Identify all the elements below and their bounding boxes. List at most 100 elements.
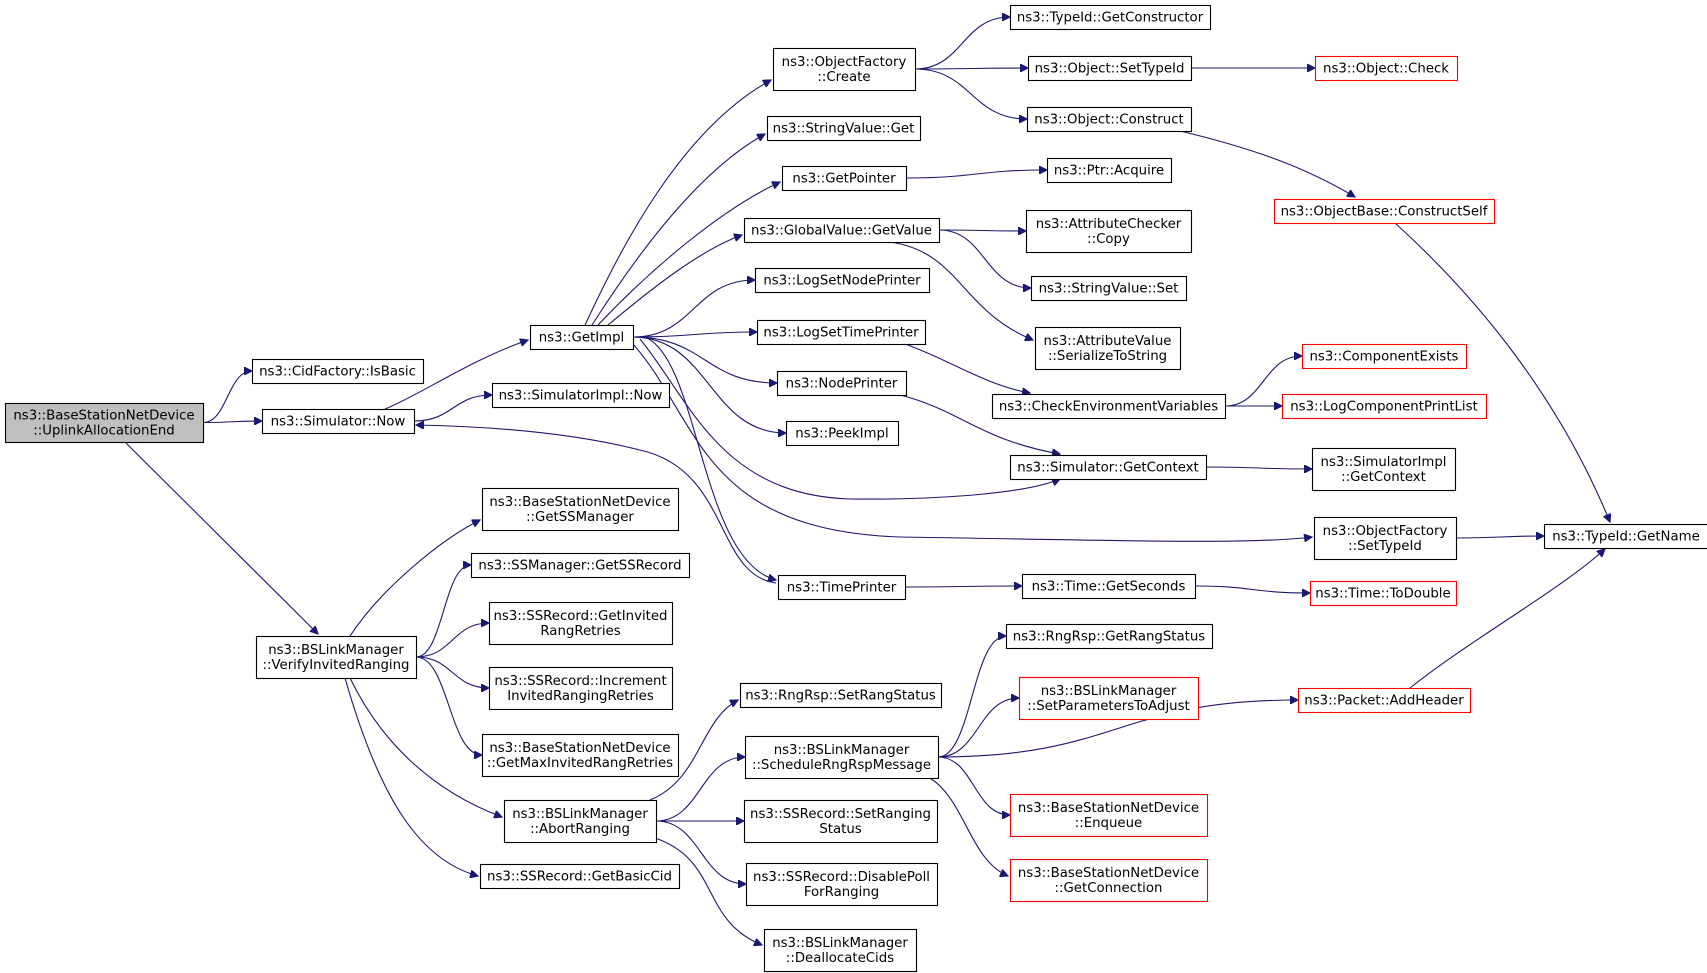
node-checkEnv[interactable]: ns3::CheckEnvironmentVariables — [991, 393, 1227, 420]
edge-getImpl-to-gvGetValue — [607, 235, 742, 326]
node-objBaseConstructSelf[interactable]: ns3::ObjectBase::ConstructSelf — [1273, 198, 1496, 225]
edge-bslSchedule-to-rngRspGetRangStatus — [937, 636, 1006, 758]
edge-path — [929, 777, 1008, 876]
edge-bslAbortRanging-to-bslSchedule — [655, 757, 745, 822]
node-box — [255, 635, 418, 680]
node-avSerialize[interactable]: ns3::AttributeValue::SerializeToString — [1034, 326, 1182, 371]
node-label: ns3::BaseStationNetDevice — [1018, 866, 1199, 881]
node-bslVerify[interactable]: ns3::BSLinkManager::VerifyInvitedRanging — [255, 635, 418, 680]
node-getPointer[interactable]: ns3::GetPointer — [781, 165, 908, 192]
node-bslDeallocateCids[interactable]: ns3::BSLinkManager::DeallocateCids — [763, 928, 918, 973]
edge-getPointer-to-ptrAcquire — [905, 170, 1047, 179]
node-label: ns3::BSLinkManager — [512, 807, 648, 822]
edge-ofCreate-to-objConstruct — [914, 68, 1027, 119]
node-label: ::Enqueue — [1075, 816, 1142, 831]
edge-ofCreate-to-typeIdGetCtor — [914, 17, 1010, 70]
node-bslSetParams[interactable]: ns3::BSLinkManager::SetParametersToAdjus… — [1018, 676, 1200, 721]
node-label: ns3::BSLinkManager — [772, 936, 908, 951]
node-objSetTypeId[interactable]: ns3::Object::SetTypeId — [1027, 55, 1193, 82]
node-ssrIncrement[interactable]: ns3::SSRecord::IncrementInvitedRangingRe… — [488, 666, 674, 711]
node-label: ns3::Object::Construct — [1034, 113, 1183, 128]
node-label: ::AbortRanging — [530, 822, 630, 837]
node-simImplNow[interactable]: ns3::SimulatorImpl::Now — [491, 382, 671, 409]
node-ptrAcquire[interactable]: ns3::Ptr::Acquire — [1046, 157, 1173, 184]
node-box — [781, 165, 908, 192]
node-box — [488, 666, 674, 711]
node-box — [743, 799, 939, 844]
node-simNow[interactable]: ns3::Simulator::Now — [261, 408, 416, 435]
node-objCheck[interactable]: ns3::Object::Check — [1314, 55, 1459, 82]
node-bsEnqueue[interactable]: ns3::BaseStationNetDevice::Enqueue — [1009, 793, 1209, 838]
node-objConstruct[interactable]: ns3::Object::Construct — [1026, 106, 1193, 133]
node-typeIdGetName[interactable]: ns3::TypeId::GetName — [1543, 523, 1707, 550]
node-rngRspSetRangStatus[interactable]: ns3::RngRsp::SetRangStatus — [739, 682, 943, 709]
edge-getImpl-to-timePrinter — [644, 336, 776, 580]
edge-bslVerify-to-bslAbortRanging — [349, 677, 502, 817]
node-typeIdGetCtor[interactable]: ns3::TypeId::GetConstructor — [1009, 4, 1212, 31]
node-gvGetValue[interactable]: ns3::GlobalValue::GetValue — [743, 217, 941, 244]
node-label: ns3::LogSetTimePrinter — [763, 326, 919, 341]
edge-nodePrinter-to-simGetContext — [899, 394, 1060, 454]
node-peekImpl[interactable]: ns3::PeekImpl — [785, 420, 900, 447]
edge-bslVerify-to-bsGetSSManager — [349, 520, 480, 637]
edge-bslVerify-to-ssrGetBasicCid — [344, 677, 478, 876]
node-label: ns3::LogComponentPrintList — [1290, 400, 1478, 415]
node-timeGetSeconds[interactable]: ns3::Time::GetSeconds — [1021, 573, 1197, 600]
node-getImpl[interactable]: ns3::GetImpl — [529, 324, 635, 351]
edge-path — [904, 343, 1030, 393]
node-label: ns3::BSLinkManager — [1041, 684, 1177, 699]
node-bslAbortRanging[interactable]: ns3::BSLinkManager::AbortRanging — [503, 799, 658, 844]
node-stringValueSet[interactable]: ns3::StringValue::Set — [1030, 275, 1188, 302]
node-box — [744, 735, 940, 780]
edge-gvGetValue-to-acCopy — [938, 230, 1026, 231]
node-ofCreate[interactable]: ns3::ObjectFactory::Create — [772, 47, 917, 92]
node-label: ns3::BSLinkManager — [774, 743, 910, 758]
node-componentExists[interactable]: ns3::ComponentExists — [1301, 343, 1468, 370]
node-ssrGetBasicCid[interactable]: ns3::SSRecord::GetBasicCid — [479, 863, 681, 890]
node-label: ns3::ObjectBase::ConstructSelf — [1281, 205, 1488, 220]
edge-getImpl-to-nodePrinter — [632, 336, 777, 383]
node-label: ::VerifyInvitedRanging — [263, 658, 410, 673]
node-simImplGetContext[interactable]: ns3::SimulatorImpl::GetContext — [1311, 447, 1457, 492]
node-nodePrinter[interactable]: ns3::NodePrinter — [776, 370, 908, 397]
edge-bslVerify-to-bsGetMaxInvited — [415, 656, 482, 755]
node-simGetContext[interactable]: ns3::Simulator::GetContext — [1009, 454, 1208, 481]
node-bslSchedule[interactable]: ns3::BSLinkManager::ScheduleRngRspMessag… — [744, 735, 940, 780]
edge-path — [889, 241, 1033, 340]
node-label: ns3::Object::Check — [1323, 62, 1449, 77]
node-packetAddHeader[interactable]: ns3::Packet::AddHeader — [1297, 687, 1472, 714]
node-timeToDouble[interactable]: ns3::Time::ToDouble — [1309, 580, 1458, 607]
edge-path — [937, 698, 1019, 758]
edge-path — [349, 520, 480, 637]
edge-path — [649, 700, 738, 801]
node-stringValueGet[interactable]: ns3::StringValue::Get — [766, 115, 922, 142]
node-logSetTimePrinter[interactable]: ns3::LogSetTimePrinter — [756, 319, 927, 346]
node-root[interactable]: ns3::BaseStationNetDevice::UplinkAllocat… — [4, 402, 205, 444]
edge-timePrinter-to-timeGetSeconds — [904, 586, 1022, 587]
node-timePrinter[interactable]: ns3::TimePrinter — [777, 574, 907, 601]
node-box — [1009, 454, 1208, 481]
node-label: ::DeallocateCids — [786, 951, 894, 966]
edge-ofSetTypeId-to-typeIdGetName — [1455, 536, 1544, 538]
edge-root-to-cidIsBasic — [202, 371, 252, 424]
node-acCopy[interactable]: ns3::AttributeChecker::Copy — [1025, 209, 1193, 254]
edge-bslSchedule-to-bsGetConnection — [929, 777, 1008, 876]
node-ofSetTypeId[interactable]: ns3::ObjectFactory::SetTypeId — [1313, 516, 1458, 561]
edge-checkEnv-to-componentExists — [1224, 356, 1302, 407]
node-bsGetSSManager[interactable]: ns3::BaseStationNetDevice::GetSSManager — [481, 487, 680, 532]
node-label: Status — [819, 822, 861, 837]
node-cidIsBasic[interactable]: ns3::CidFactory::IsBasic — [251, 358, 425, 385]
node-logSetNodePrinter[interactable]: ns3::LogSetNodePrinter — [754, 267, 931, 294]
node-ssmGetSSRecord[interactable]: ns3::SSManager::GetSSRecord — [470, 552, 691, 579]
node-logComponentPrintList[interactable]: ns3::LogComponentPrintList — [1281, 393, 1488, 420]
node-bsGetConnection[interactable]: ns3::BaseStationNetDevice::GetConnection — [1009, 858, 1209, 903]
node-label: ns3::GlobalValue::GetValue — [751, 224, 932, 239]
edge-bslVerify-to-ssmGetSSRecord — [415, 565, 471, 658]
node-rngRspGetRangStatus[interactable]: ns3::RngRsp::GetRangStatus — [1005, 623, 1214, 650]
edge-path — [937, 756, 1010, 815]
node-bsGetMaxInvited[interactable]: ns3::BaseStationNetDevice::GetMaxInvited… — [481, 733, 680, 778]
edge-objConstruct-to-objBaseConstructSelf — [1179, 130, 1355, 197]
